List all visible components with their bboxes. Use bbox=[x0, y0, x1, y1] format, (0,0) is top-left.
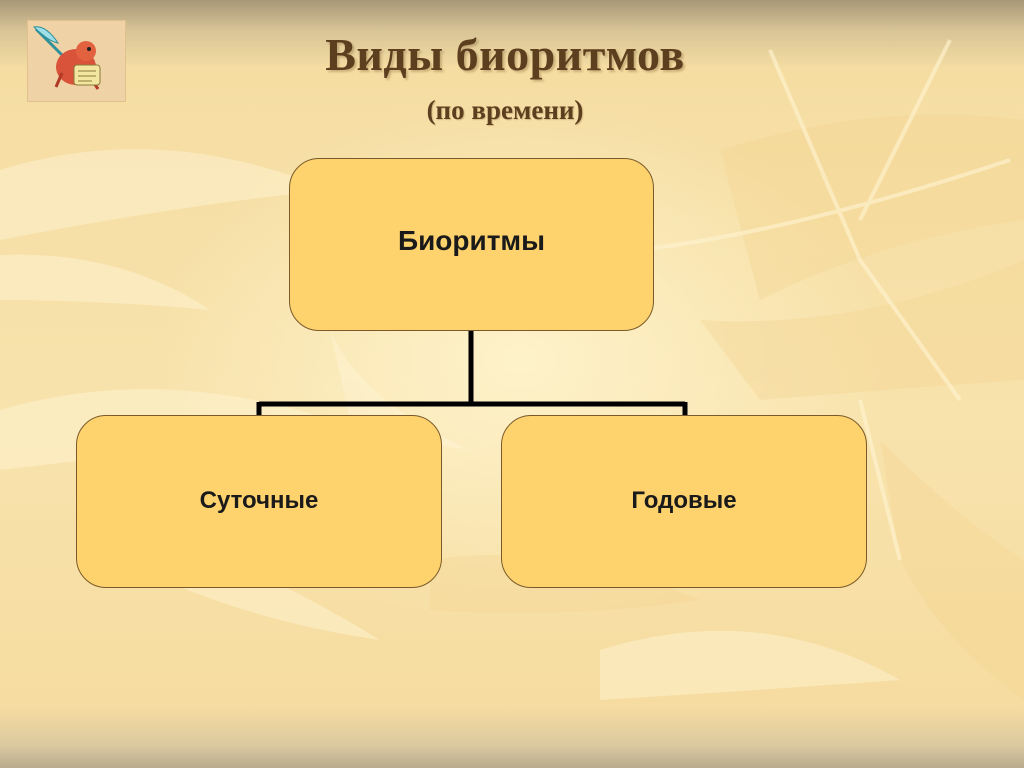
node-daily: Суточные bbox=[76, 415, 442, 588]
node-annual-label: Годовые bbox=[631, 486, 737, 514]
node-annual: Годовые bbox=[501, 415, 867, 588]
scribe-clipart-icon bbox=[27, 20, 126, 102]
slide-title: Виды биоритмов bbox=[325, 29, 685, 80]
node-biorhythms: Биоритмы bbox=[289, 158, 654, 331]
node-daily-label: Суточные bbox=[199, 486, 319, 514]
slide-subtitle: (по времени) bbox=[426, 95, 584, 125]
node-biorhythms-label: Биоритмы bbox=[397, 224, 546, 256]
